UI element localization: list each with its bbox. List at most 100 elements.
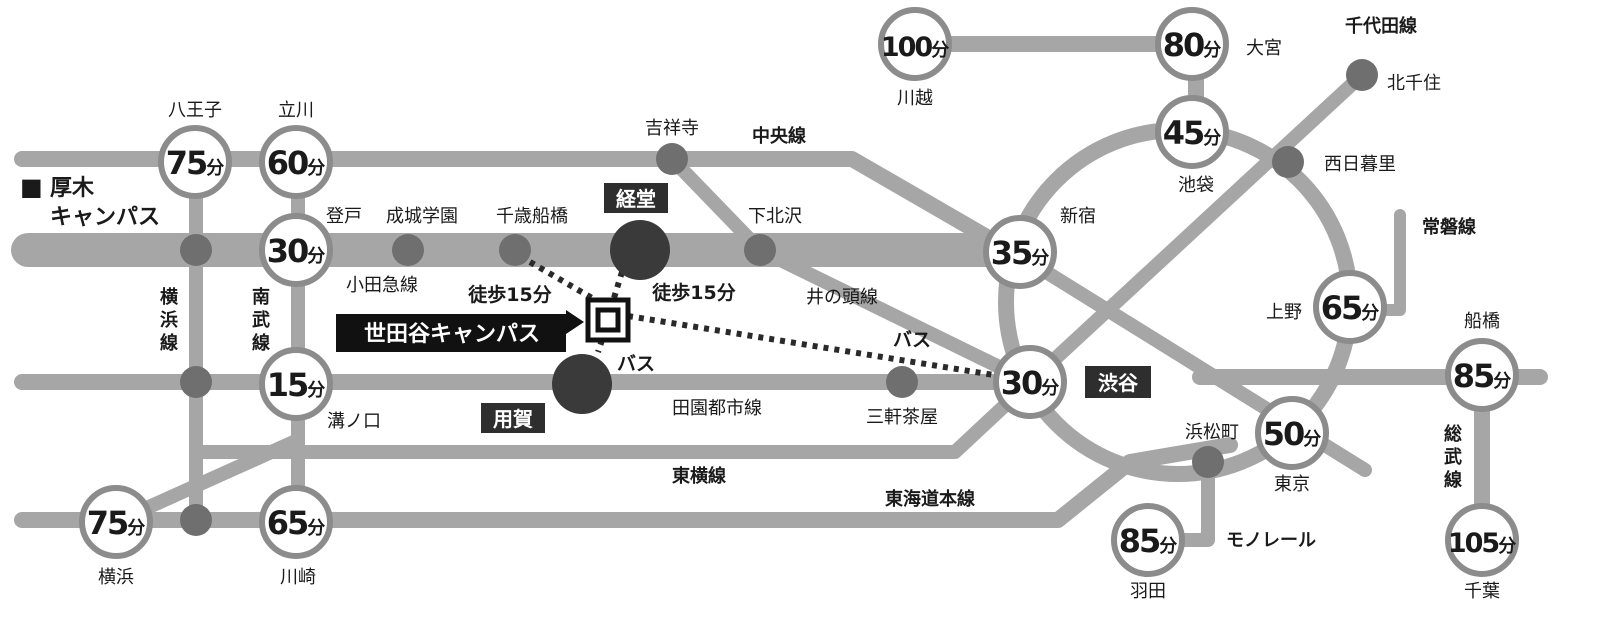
station-label-shinjuku: 新宿 <box>1060 206 1096 227</box>
time-circle-ring <box>1111 503 1185 577</box>
denentoshi-line-label: 田園都市線 <box>672 398 762 419</box>
odakyu-line-label: 小田急線 <box>346 275 418 296</box>
time-unit: 分 <box>206 158 224 179</box>
time-circle-omiya: 80分 <box>1155 7 1229 81</box>
chuo-line-label: 中央線 <box>752 125 806 147</box>
time-unit: 分 <box>1159 536 1177 557</box>
station-label-ueno: 上野 <box>1266 302 1302 323</box>
station-label-sangenjaya: 三軒茶屋 <box>866 407 938 428</box>
station-label-seijogakuen: 成城学園 <box>386 206 458 227</box>
time-value-tachikawa: 60分 <box>267 144 326 182</box>
time-value-haneda: 85分 <box>1119 522 1178 560</box>
time-circle-chiba: 105分 <box>1445 503 1519 577</box>
time-circle-ring <box>983 215 1057 289</box>
station-dot-yokohama-line-odakyu <box>180 234 212 266</box>
station-label-mizonokuchi: 溝ノ口 <box>327 411 381 432</box>
station-dot-nishinippori <box>1272 146 1304 178</box>
setagaya-campus-label: 世田谷キャンパス <box>364 322 540 347</box>
time-value-yokohama: 75分 <box>87 504 146 542</box>
station-label-chitosefunabashi: 千歳船橋 <box>496 206 568 227</box>
bus-path-shibuya <box>627 313 1001 379</box>
time-value-chiba: 105分 <box>1448 528 1516 559</box>
time-unit: 分 <box>307 158 325 179</box>
kyodo-tag-bg <box>604 183 668 213</box>
station-dot-kitasenju <box>1346 59 1378 91</box>
time-circle-ring <box>1255 396 1329 470</box>
station-label-hamamatsucho: 浜松町 <box>1185 422 1239 443</box>
station-dots <box>180 59 1378 536</box>
bus-label-shibuya: バス <box>893 329 931 351</box>
time-number: 30 <box>267 232 308 270</box>
time-circle-tokyo: 50分 <box>1255 396 1329 470</box>
time-circle-ring <box>259 213 333 287</box>
setagaya-campus-marker <box>585 297 631 343</box>
walk-label-right: 徒歩15分 <box>651 281 735 304</box>
time-circle-ueno: 65分 <box>1313 270 1387 344</box>
time-circle-ring <box>1155 95 1229 169</box>
time-circle-tachikawa: 60分 <box>259 125 333 199</box>
sobu-line-char-3: 線 <box>1444 469 1462 491</box>
station-label-kawasaki: 川崎 <box>280 567 316 588</box>
station-dot-yokohama-line-denen <box>180 366 212 398</box>
time-unit: 分 <box>1031 248 1049 269</box>
station-label-ikebukuro: 池袋 <box>1178 175 1214 196</box>
atsugi-marker: ■ <box>20 173 43 201</box>
inokashira-line <box>665 152 1037 389</box>
station-dot-chitosefunabashi <box>499 234 531 266</box>
station-label-noborito: 登戸 <box>326 206 362 227</box>
setagaya-label-bg <box>336 310 584 352</box>
time-number: 65 <box>1321 289 1362 327</box>
yokohama-line-char-3: 線 <box>160 332 178 354</box>
time-number: 75 <box>87 504 128 542</box>
shibuya-tag: 渋谷 <box>1098 371 1139 395</box>
time-number: 35 <box>991 234 1032 272</box>
nambu-line-char-1: 南 <box>252 286 270 308</box>
time-circle-ring <box>1445 503 1519 577</box>
station-dot-yoga <box>552 354 612 414</box>
tokaido-line <box>14 437 1238 528</box>
time-circle-ring <box>259 125 333 199</box>
rail-lines <box>11 36 1548 548</box>
station-dot-sangenjaya <box>886 366 918 398</box>
station-label-omiya: 大宮 <box>1246 38 1282 59</box>
time-value-shinjuku: 35分 <box>991 234 1050 272</box>
time-circle-noborito: 30分 <box>259 213 333 287</box>
station-label-tokyo: 東京 <box>1274 474 1310 495</box>
time-value-shibuya: 30分 <box>1001 364 1060 402</box>
station-label-tachikawa: 立川 <box>278 100 314 121</box>
time-circle-shinjuku: 35分 <box>983 215 1057 289</box>
time-number: 85 <box>1119 522 1160 560</box>
station-label-kitasenju: 北千住 <box>1387 73 1441 94</box>
station-label-hachioji: 八王子 <box>168 100 222 121</box>
time-number: 50 <box>1263 415 1304 453</box>
time-circle-ring <box>79 485 153 559</box>
shibuya-tag-bg <box>1085 366 1151 398</box>
time-number: 60 <box>267 144 308 182</box>
time-value-omiya: 80分 <box>1163 26 1222 64</box>
time-unit: 分 <box>1041 378 1059 399</box>
bus-label-yoga: バス <box>617 353 655 375</box>
atsugi-line1: 厚木 <box>50 176 95 201</box>
station-label-chiba: 千葉 <box>1464 581 1500 602</box>
station-dot-seijogakuen <box>392 234 424 266</box>
station-dot-yokohama-tokaido <box>180 504 212 536</box>
kyodo-tag: 経堂 <box>616 187 656 211</box>
chiyoda-line-label: 千代田線 <box>1345 15 1417 37</box>
time-circle-ring <box>878 7 952 81</box>
time-number: 80 <box>1163 26 1204 64</box>
time-number: 100 <box>881 32 933 63</box>
time-circle-ring <box>259 485 333 559</box>
label-boxes: 経堂 用賀 渋谷 世田谷キャンパス <box>336 183 1151 433</box>
time-circle-haneda: 85分 <box>1111 503 1185 577</box>
inokashira-line-label: 井の頭線 <box>806 287 878 308</box>
time-circle-ring <box>1313 270 1387 344</box>
time-circle-kawasaki: 65分 <box>259 485 333 559</box>
time-value-noborito: 30分 <box>267 232 326 270</box>
station-dot-hamamatsucho <box>1192 446 1224 478</box>
time-circle-mizonokuchi: 15分 <box>259 347 333 421</box>
time-unit: 分 <box>307 380 325 401</box>
yokohama-line-char-2: 浜 <box>160 310 178 331</box>
yokohama-line-char-1: 横 <box>160 286 179 308</box>
